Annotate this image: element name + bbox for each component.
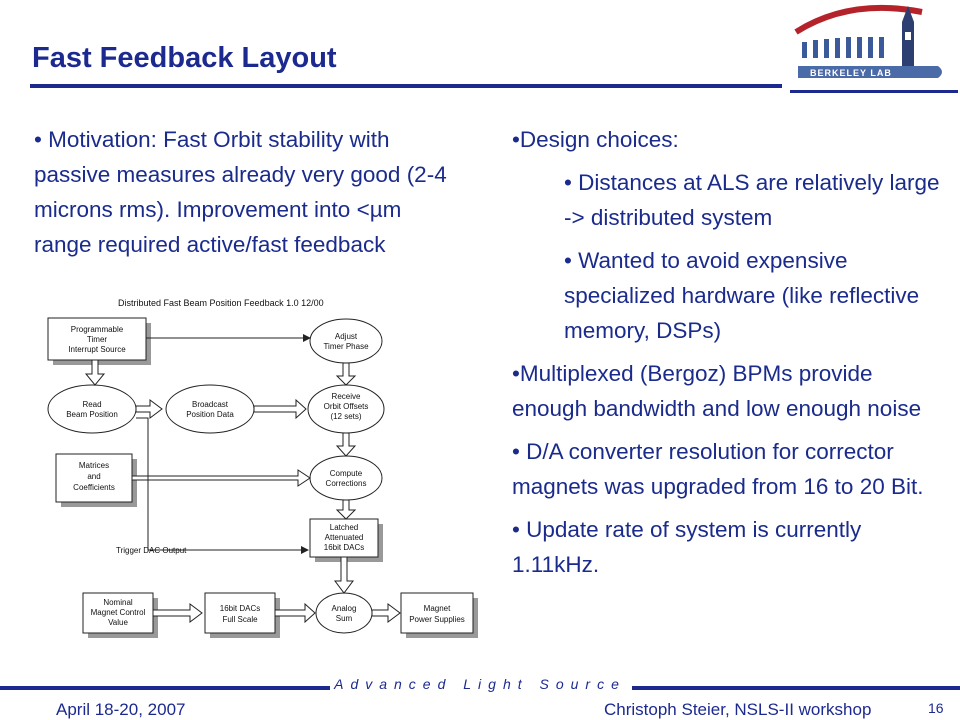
svg-text:Timer Phase: Timer Phase [323, 342, 369, 351]
svg-text:Position Data: Position Data [186, 410, 234, 419]
svg-text:Beam Position: Beam Position [66, 410, 118, 419]
block-receive: Receive Orbit Offsets (12 sets) [307, 384, 385, 434]
block-broadcast: Broadcast Position Data [165, 384, 255, 434]
diagram-arrows [84, 359, 401, 624]
footer-als-label: Advanced Light Source [334, 676, 626, 692]
svg-text:Coefficients: Coefficients [73, 483, 115, 492]
svg-text:Broadcast: Broadcast [192, 400, 229, 409]
design-heading: •Design choices: [512, 127, 679, 152]
block-read-beam: Read Beam Position [47, 384, 137, 434]
svg-text:Magnet: Magnet [424, 604, 451, 613]
svg-text:Magnet Control: Magnet Control [91, 608, 146, 617]
svg-text:Adjust: Adjust [335, 332, 358, 341]
block-adjust: Adjust Timer Phase [309, 318, 383, 364]
svg-text:Power Supplies: Power Supplies [409, 615, 465, 624]
berkeley-lab-logo-icon: BERKELEY LAB [790, 5, 958, 93]
svg-text:Compute: Compute [330, 469, 363, 478]
block-timer: Programmable Timer Interrupt Source [47, 317, 151, 365]
footer-rule-right [632, 686, 960, 690]
svg-text:Sum: Sum [336, 614, 353, 623]
block-latched: Latched Attenuated 16bit DACs [309, 518, 383, 562]
title-rule [30, 84, 782, 88]
left-column: • Motivation: Fast Orbit stability with … [34, 122, 454, 262]
slide-title: Fast Feedback Layout [32, 42, 337, 74]
footer-rule-left [0, 686, 330, 690]
svg-text:Timer: Timer [87, 335, 107, 344]
block-compute: Compute Corrections [309, 455, 383, 501]
svg-text:Orbit Offsets: Orbit Offsets [324, 402, 369, 411]
block-analog-sum: Analog Sum [315, 592, 373, 634]
block-magnet-power-supplies: Magnet Power Supplies [400, 592, 478, 638]
svg-text:Receive: Receive [332, 392, 361, 401]
svg-text:Matrices: Matrices [79, 461, 109, 470]
block-dac-full-scale: 16bit DACs Full Scale [204, 592, 280, 638]
design-item-distances: • Distances at ALS are relatively large … [564, 170, 940, 230]
update-rate-text: • Update rate of system is currently 1.1… [512, 517, 862, 577]
svg-text:Corrections: Corrections [326, 479, 367, 488]
logo-label: BERKELEY LAB [810, 68, 892, 78]
motivation-text: • Motivation: Fast Orbit stability with … [34, 127, 447, 257]
svg-text:Attenuated: Attenuated [325, 533, 364, 542]
right-column: •Design choices: • Distances at ALS are … [512, 122, 952, 582]
design-item-hardware: • Wanted to avoid expensive specialized … [564, 248, 920, 343]
feedback-flow-diagram: Distributed Fast Beam Position Feedback … [47, 298, 478, 638]
svg-text:(12 sets): (12 sets) [330, 412, 361, 421]
svg-text:Full Scale: Full Scale [222, 615, 258, 624]
diagram-title: Distributed Fast Beam Position Feedback … [118, 298, 324, 308]
svg-text:16bit DACs: 16bit DACs [324, 543, 364, 552]
footer-author: Christoph Steier, NSLS-II workshop [604, 700, 872, 719]
svg-text:Programmable: Programmable [71, 325, 124, 334]
block-matrices: Matrices and Coefficients [55, 453, 137, 507]
svg-text:Read: Read [82, 400, 101, 409]
svg-text:Latched: Latched [330, 523, 358, 532]
footer-date: April 18-20, 2007 [56, 700, 186, 719]
multiplexed-text: •Multiplexed (Bergoz) BPMs provide enoug… [512, 361, 922, 421]
block-nominal: Nominal Magnet Control Value [82, 592, 158, 638]
svg-text:Value: Value [108, 618, 128, 627]
dac-text: • D/A converter resolution for corrector… [512, 439, 924, 499]
svg-text:Analog: Analog [332, 604, 357, 613]
page-number: 16 [928, 700, 944, 716]
svg-text:and: and [87, 472, 100, 481]
svg-text:Nominal: Nominal [103, 598, 133, 607]
svg-text:Interrupt Source: Interrupt Source [68, 345, 126, 354]
svg-text:16bit DACs: 16bit DACs [220, 604, 260, 613]
trigger-label: Trigger DAC Output [116, 546, 187, 555]
